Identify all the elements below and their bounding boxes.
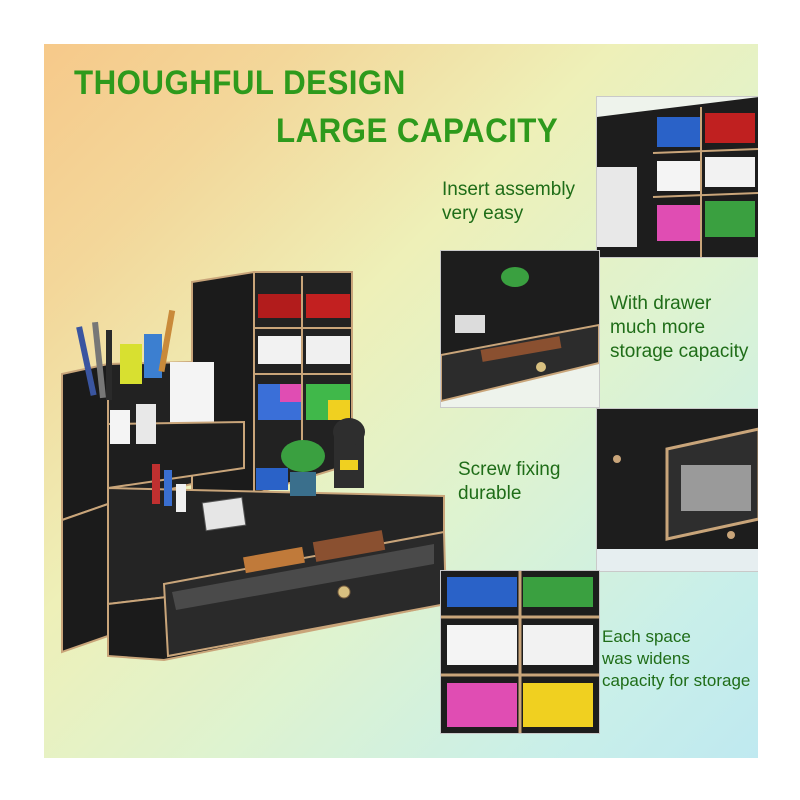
product-image-canvas: THOUGHFUL DESIGN LARGE CAPACITY Insert a… (44, 44, 758, 758)
feature-caption-line: Each space (602, 627, 691, 646)
feature-caption-line: Screw fixing (458, 459, 561, 480)
feature-caption-line: storage capacity (610, 341, 749, 362)
feature-caption-drawer: With drawer much more storage capacity (610, 292, 748, 364)
feature-caption-line: capacity for storage (602, 671, 751, 690)
feature-caption-assembly: Insert assembly very easy (442, 178, 575, 226)
feature-caption-line: durable (458, 483, 522, 504)
detail-photo-drawer (440, 250, 600, 408)
feature-caption-line: very easy (442, 203, 524, 224)
headline-line-2: LARGE CAPACITY (276, 112, 559, 150)
detail-photo-compartments (440, 570, 600, 734)
feature-caption-space: Each space was widens capacity for stora… (602, 626, 750, 692)
headline-line-1: THOUGHFUL DESIGN (74, 64, 406, 102)
detail-photo-screws (596, 408, 758, 572)
feature-caption-screw: Screw fixing durable (458, 458, 560, 506)
feature-caption-line: With drawer (610, 293, 712, 314)
feature-caption-line: much more (610, 317, 706, 338)
desk-organizer-illustration (61, 270, 448, 662)
feature-caption-line: Insert assembly (442, 179, 576, 200)
detail-photo-marker-shelves (596, 96, 758, 258)
feature-caption-line: was widens (602, 649, 690, 668)
